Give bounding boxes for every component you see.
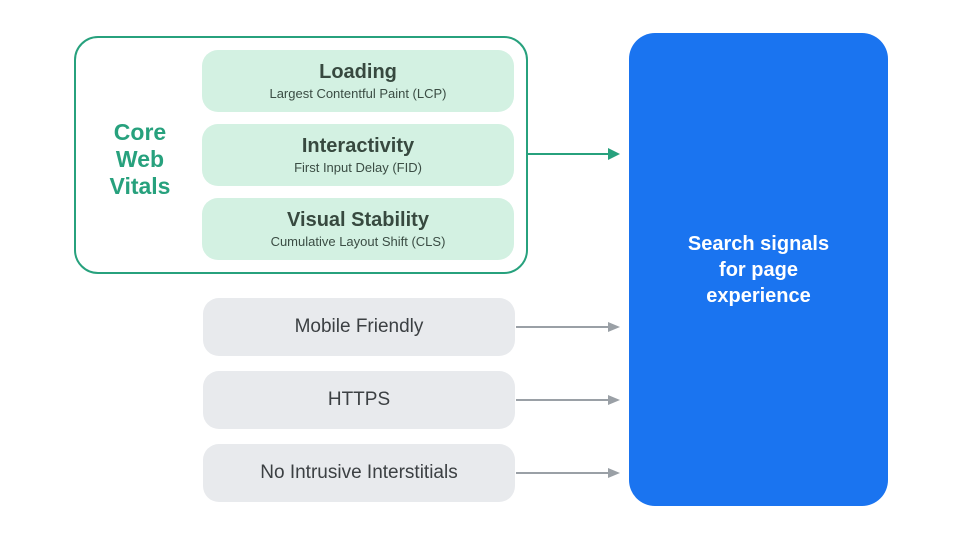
- metric-subtitle: Cumulative Layout Shift (CLS): [270, 233, 446, 249]
- metric-box-visual-stability: Visual Stability Cumulative Layout Shift…: [202, 198, 514, 260]
- signal-label: Mobile Friendly: [294, 316, 424, 337]
- signal-box-no-intrusive-interstitials: No Intrusive Interstitials: [203, 444, 515, 502]
- core-web-vitals-label: Core Web Vitals: [78, 119, 202, 200]
- arrow-shaft: [516, 326, 609, 328]
- metric-box-interactivity: Interactivity First Input Delay (FID): [202, 124, 514, 186]
- mobile-friendly-arrow: [516, 320, 620, 334]
- signal-label: HTTPS: [327, 389, 391, 410]
- metric-box-loading: Loading Largest Contentful Paint (LCP): [202, 50, 514, 112]
- core-web-vitals-label-line: Web: [115, 146, 165, 172]
- result-label-line: Search signals: [687, 232, 830, 255]
- core-web-vitals-label-line: Vitals: [109, 173, 171, 199]
- core-web-vitals-label-line: Core: [113, 119, 167, 145]
- no-intrusive-interstitials-arrow: [516, 466, 620, 480]
- result-label-line: experience: [706, 284, 811, 307]
- search-signals-result-box: Search signals for page experience: [629, 33, 888, 506]
- core-web-vitals-group: Loading Largest Contentful Paint (LCP) I…: [74, 36, 528, 274]
- https-arrow: [516, 393, 620, 407]
- search-signals-result-label: Search signals for page experience: [688, 231, 829, 309]
- metric-subtitle: Largest Contentful Paint (LCP): [269, 85, 447, 101]
- arrow-shaft: [528, 153, 610, 155]
- metric-title: Interactivity: [301, 134, 415, 157]
- signal-box-mobile-friendly: Mobile Friendly: [203, 298, 515, 356]
- arrow-head-icon: [608, 468, 620, 478]
- arrow-head-icon: [608, 322, 620, 332]
- signal-label: No Intrusive Interstitials: [260, 462, 458, 483]
- arrow-shaft: [516, 472, 609, 474]
- metric-title: Loading: [319, 60, 397, 83]
- arrow-head-icon: [608, 395, 620, 405]
- metric-subtitle: First Input Delay (FID): [294, 159, 422, 175]
- signal-box-https: HTTPS: [203, 371, 515, 429]
- result-label-line: for page: [719, 258, 798, 281]
- arrow-head-icon: [608, 148, 620, 160]
- metric-title: Visual Stability: [287, 208, 429, 231]
- arrow-shaft: [516, 399, 609, 401]
- core-web-vitals-arrow: [528, 147, 620, 161]
